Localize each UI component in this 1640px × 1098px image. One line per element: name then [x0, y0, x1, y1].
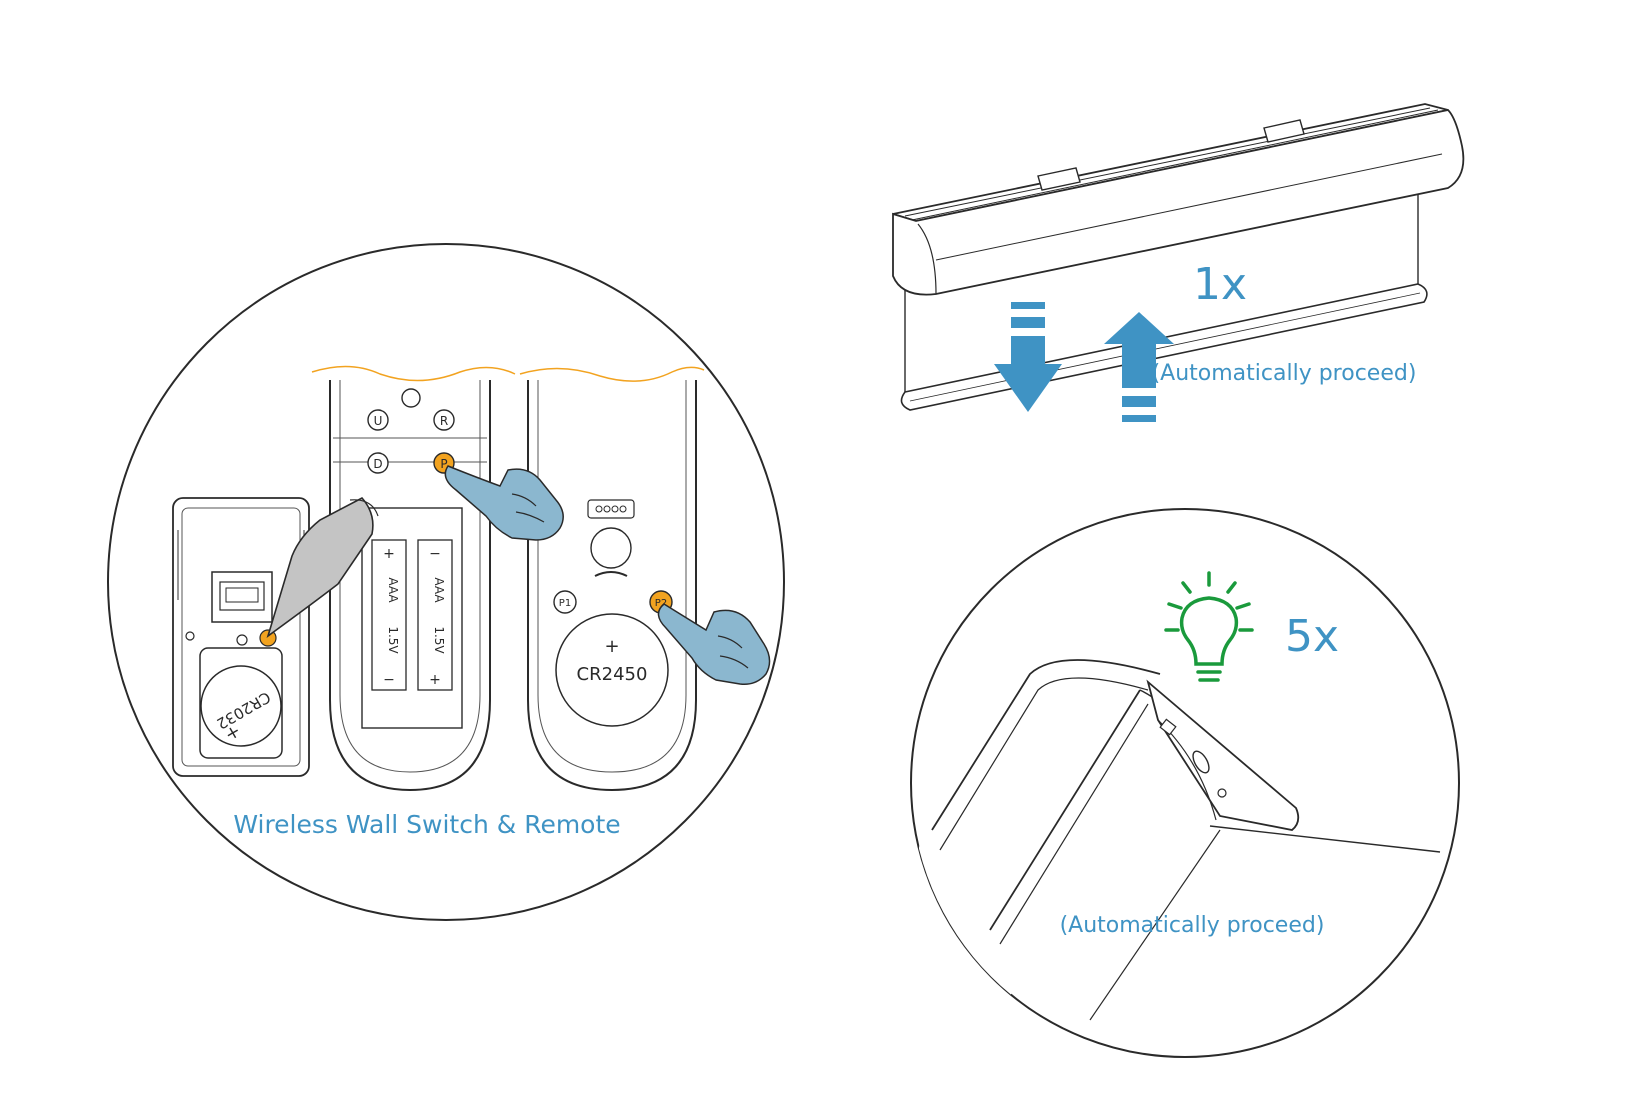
- lightbulb-icon: [1164, 571, 1254, 682]
- bottom-right-panel: 5x (Automatically proceed): [910, 508, 1460, 1058]
- remote-cr2450-cut-edge: [519, 366, 705, 382]
- right-detail-circle: [910, 508, 1460, 1058]
- button-d-label: D: [373, 457, 382, 471]
- down-arrow-icon: [994, 302, 1062, 412]
- button-u-label: U: [374, 414, 383, 428]
- aaa-right-type: AAA: [432, 577, 446, 603]
- aaa-battery-left: + AAA 1.5V −: [371, 539, 407, 691]
- cr2450-label: CR2450: [577, 664, 648, 685]
- hand-press-icon: [444, 465, 564, 541]
- aaa-right-plus: +: [429, 672, 441, 688]
- remote-aaa-screw: [401, 388, 421, 408]
- left-detail-circle: [107, 243, 785, 921]
- aaa-battery-right: − AAA 1.5V +: [417, 539, 453, 691]
- top-right-panel: 1x (Automatically proceed): [892, 103, 1465, 422]
- button-r-label: R: [440, 414, 448, 428]
- motor-setting-button[interactable]: [1159, 718, 1177, 736]
- remote-aaa-button-d[interactable]: D: [367, 452, 389, 474]
- button-p2-label: P2: [655, 598, 667, 609]
- top-note: (Automatically proceed): [1152, 361, 1417, 386]
- cr2450-battery: + CR2450: [555, 613, 669, 727]
- button-p1-label: P1: [559, 598, 571, 609]
- up-arrow-icon: [1104, 312, 1174, 422]
- left-panel: CR2032 + U R: [107, 243, 785, 921]
- top-count-label: 1x: [1193, 259, 1247, 310]
- aaa-left-plus: +: [383, 546, 395, 562]
- aaa-left-minus: −: [383, 672, 395, 688]
- hand-press-icon: [657, 603, 771, 686]
- aaa-left-type: AAA: [386, 577, 400, 603]
- left-panel-caption: Wireless Wall Switch & Remote: [233, 810, 620, 839]
- bottom-count-label: 5x: [1285, 611, 1339, 662]
- remote-aaa-button-u[interactable]: U: [367, 409, 389, 431]
- bottom-note: (Automatically proceed): [1060, 913, 1325, 938]
- motor-end-cap: [911, 657, 1441, 1040]
- cr2450-polarity: +: [604, 636, 619, 657]
- aaa-right-minus: −: [429, 546, 441, 562]
- remote-cr2450-button-p1[interactable]: P1: [553, 590, 577, 614]
- aaa-right-voltage: 1.5V: [432, 626, 446, 654]
- remote-aaa-button-r[interactable]: R: [433, 409, 455, 431]
- motor-usb-port: [1192, 750, 1210, 774]
- pin-tool-pressing-switch: [266, 496, 379, 639]
- wall-switch: CR2032 +: [172, 497, 310, 777]
- remote-aaa-cut-edge: [311, 365, 516, 382]
- remote-cr2450: P1 P2 + CR2450: [519, 366, 705, 792]
- aaa-left-voltage: 1.5V: [386, 626, 400, 654]
- cr2032-battery: CR2032 +: [199, 647, 283, 759]
- button-p-label: P: [440, 457, 447, 471]
